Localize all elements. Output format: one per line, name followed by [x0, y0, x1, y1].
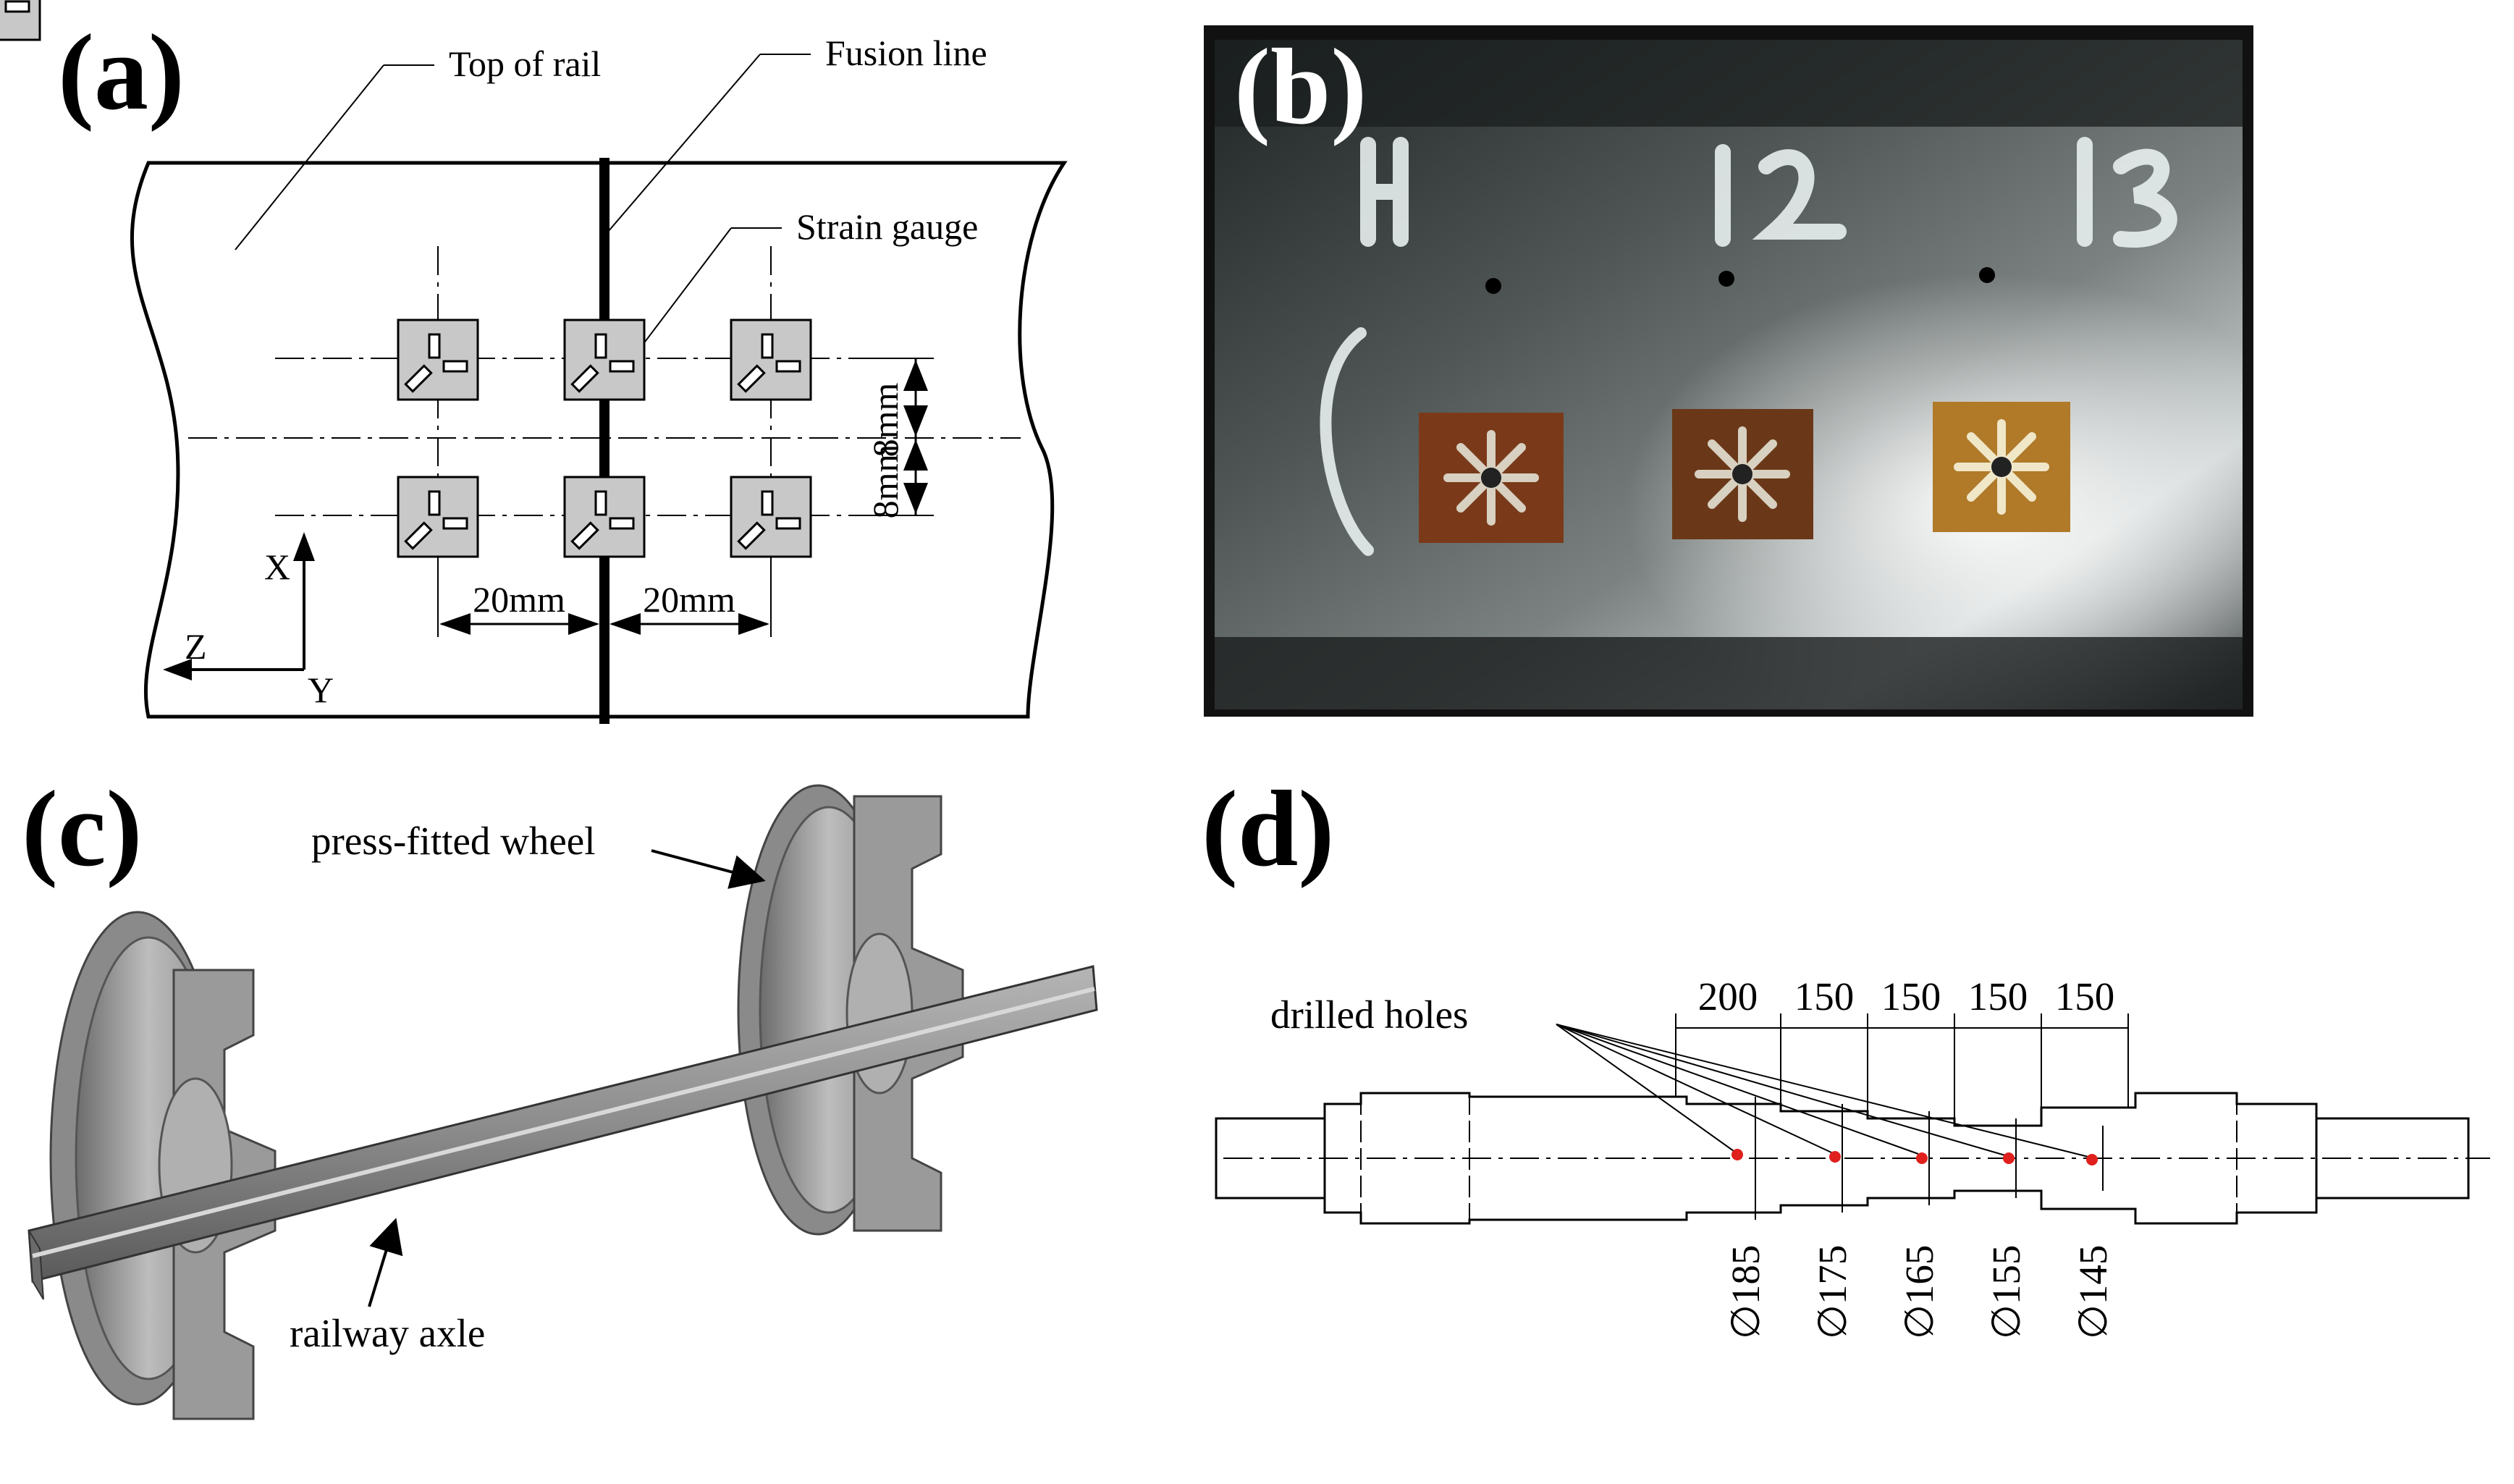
wheel-arrow — [651, 849, 766, 889]
strain-gauges — [0, 0, 41, 41]
drilled-hole-marker — [1829, 1151, 1841, 1163]
panel-d-label: (d) — [1202, 769, 1334, 889]
panel-a: (a) Top of rail Fusion line Strain gauge — [0, 0, 1068, 724]
dim-150-3: 150 — [1968, 974, 2028, 1019]
panel-c: (c) press-fitted wheel railway axle — [22, 769, 1098, 1420]
panel-b: (b) — [1204, 25, 2253, 717]
axle-label: railway axle — [290, 1311, 485, 1355]
axis-x-label: X — [264, 547, 290, 587]
panel-b-label: (b) — [1234, 27, 1367, 147]
section-lines — [1360, 1093, 2317, 1223]
drilled-hole-marker — [2003, 1152, 2015, 1164]
wheel-label: press-fitted wheel — [311, 819, 596, 863]
fusion-line-label: Fusion line — [825, 33, 987, 73]
spacing-x2-label: 20mm — [643, 579, 735, 620]
diameter-155: ∅155 — [1984, 1245, 2028, 1339]
drilled-hole-marker — [2086, 1154, 2098, 1165]
diameter-165: ∅165 — [1897, 1245, 1941, 1339]
strain-gauge — [0, 0, 41, 41]
drilled-hole-marker — [1916, 1152, 1928, 1164]
handwritten-marks — [1320, 137, 2177, 556]
rosette-gauge — [1419, 413, 1564, 543]
dim-150-4: 150 — [2055, 974, 2115, 1019]
rosette-gauge — [1672, 409, 1813, 539]
axis-y-label: Y — [308, 670, 334, 710]
diameter-lines — [1755, 1097, 2104, 1220]
strain-gauge-label: Strain gauge — [796, 206, 978, 247]
panel-d: (d) 200 150 150 150 150 d — [1202, 769, 2490, 1339]
top-of-rail-label: Top of rail — [449, 43, 601, 84]
dimension-chain — [1675, 1013, 2129, 1126]
dim-150-2: 150 — [1881, 974, 1941, 1019]
coordinate-axes: X Y Z — [163, 532, 334, 710]
spacing-x-label: 20mm — [473, 579, 565, 620]
drilled-hole — [1485, 278, 1501, 294]
spacing-y2-label: 8mm — [865, 444, 906, 519]
panel-a-label: (a) — [58, 12, 185, 132]
drilled-hole — [1718, 271, 1734, 287]
horizontal-dimension: 20mm 20mm — [437, 557, 772, 637]
diameter-185: ∅185 — [1724, 1245, 1768, 1339]
dim-200: 200 — [1698, 974, 1758, 1019]
left-wheel — [49, 911, 277, 1420]
rail-outline — [130, 161, 1068, 719]
hole-leaders — [1556, 1024, 2089, 1158]
drilled-hole-markers — [1731, 1149, 2098, 1165]
drilled-hole-marker — [1731, 1149, 1743, 1160]
drilled-hole — [1979, 267, 1995, 283]
spacing-y1-label: 8mm — [865, 383, 906, 458]
axis-z-label: Z — [185, 626, 207, 667]
fusion-line-leader — [607, 54, 761, 232]
axle-arrow — [368, 1218, 403, 1307]
vertical-dimension: 8mm 8mm — [851, 358, 934, 518]
rosette-gauge — [1933, 402, 2070, 532]
diameter-175: ∅175 — [1810, 1245, 1855, 1339]
dim-150-1: 150 — [1794, 974, 1855, 1019]
panel-c-label: (c) — [22, 769, 142, 889]
drilled-holes-label: drilled holes — [1270, 992, 1468, 1037]
railway-axle-shape — [28, 965, 1098, 1300]
strain-gauge-leader — [640, 227, 732, 348]
diameter-145: ∅145 — [2071, 1245, 2115, 1339]
top-of-rail-leader — [235, 64, 384, 250]
